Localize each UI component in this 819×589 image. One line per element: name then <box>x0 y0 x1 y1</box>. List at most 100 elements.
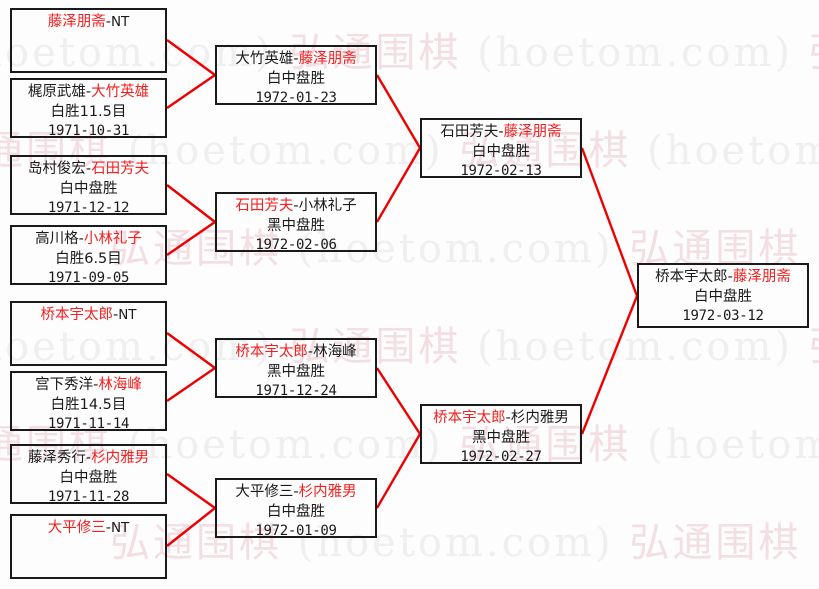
match-players: 桥本宇太郎-杉内雅男 <box>422 409 580 429</box>
match-date: 1971-09-05 <box>47 270 130 287</box>
player-left[interactable]: 宫下秀洋 <box>35 377 94 393</box>
match-date: 1971-11-28 <box>47 489 130 506</box>
match-players: 藤泽秀行-杉内雅男 <box>12 449 165 469</box>
match-players: 石田芳夫-小林礼子 <box>217 197 375 217</box>
match-players: 梶原武雄-大竹英雄 <box>12 83 165 103</box>
player-left[interactable]: 桥本宇太郎 <box>433 410 506 426</box>
watermark-cn: 弘通围棋 <box>809 30 819 76</box>
match-result: 白中盘胜 <box>59 180 118 197</box>
player-left[interactable]: 石田芳夫 <box>440 124 499 140</box>
player-left[interactable]: 高川格 <box>35 231 79 247</box>
player-left[interactable]: 桥本宇太郎 <box>655 269 728 285</box>
match-players: 高川格-小林礼子 <box>12 230 165 250</box>
watermark-en: (hoetom.com) <box>647 128 819 174</box>
match-result: 白胜11.5目 <box>50 103 127 120</box>
player-right[interactable]: 藤泽朋斋 <box>732 269 791 285</box>
player-right[interactable]: 藤泽朋斋 <box>298 51 357 67</box>
player-separator: - <box>505 410 511 426</box>
player-separator: - <box>105 520 111 536</box>
seed-label: NT <box>110 14 130 30</box>
watermark-en: (hoetom.com) <box>127 422 460 468</box>
player-separator: - <box>307 344 314 360</box>
match-date: 1971-11-14 <box>47 416 130 433</box>
player-separator: - <box>112 307 119 323</box>
match-box[interactable]: 大平修三-杉内雅男白中盘胜 1972-01-09 <box>215 478 377 540</box>
player-separator: - <box>105 14 111 30</box>
bracket-connector-line <box>166 332 216 369</box>
player-right[interactable]: 林海峰 <box>98 377 142 393</box>
player-left[interactable]: 藤泽秀行 <box>27 450 86 466</box>
match-result: 白中盘胜 <box>59 469 118 486</box>
player-right[interactable]: 大竹英雄 <box>91 84 150 100</box>
bracket-connector-line <box>375 74 422 149</box>
bracket-connector-line <box>166 507 216 547</box>
match-date: 1972-02-06 <box>255 237 337 254</box>
seed-label: NT <box>110 520 130 536</box>
player-separator: - <box>293 484 299 500</box>
player-separator: - <box>727 269 733 285</box>
player-left[interactable]: 桥本宇太郎 <box>40 307 113 323</box>
match-result: 白中盘胜 <box>267 503 325 520</box>
match-box[interactable]: 藤泽朋斋-NT <box>10 8 167 73</box>
player-right[interactable]: 杉内雅男 <box>91 450 150 466</box>
player-right[interactable]: 杉内雅男 <box>510 410 569 426</box>
player-separator: - <box>293 198 299 214</box>
player-left[interactable]: 桥本宇太郎 <box>235 344 308 360</box>
player-right[interactable]: 小林礼子 <box>83 231 142 247</box>
match-box[interactable]: 宫下秀洋-林海峰白胜14.5目 1971-11-14 <box>10 371 167 433</box>
match-players: 藤泽朋斋-NT <box>12 13 165 33</box>
bracket-connector-line <box>166 184 216 223</box>
match-date: 1971-12-24 <box>255 383 337 400</box>
match-players: 岛村俊宏-石田芳夫 <box>12 160 165 180</box>
player-left[interactable]: 藤泽朋斋 <box>47 14 106 30</box>
match-players: 桥本宇太郎-藤泽朋斋 <box>639 268 807 288</box>
bracket-connector-line <box>166 74 216 109</box>
player-separator: - <box>85 161 92 177</box>
match-date: 1972-02-27 <box>460 449 542 466</box>
match-date: 1972-02-13 <box>460 163 542 180</box>
player-left[interactable]: 大平修三 <box>47 520 106 536</box>
match-players: 桥本宇太郎-NT <box>12 306 165 326</box>
player-right[interactable]: 小林礼子 <box>298 198 357 214</box>
match-date: 1972-01-09 <box>255 523 337 540</box>
bracket-connector-line <box>580 295 639 435</box>
match-result: 白胜14.5目 <box>50 396 127 413</box>
match-players: 桥本宇太郎-林海峰 <box>217 343 375 363</box>
player-left[interactable]: 梶原武雄 <box>27 84 86 100</box>
player-right[interactable]: 林海峰 <box>313 344 357 360</box>
bracket-connector-line <box>166 367 216 402</box>
match-box[interactable]: 桥本宇太郎-NT <box>10 301 167 366</box>
match-box[interactable]: 大平修三-NT <box>10 514 167 579</box>
match-date: 1972-03-12 <box>682 308 764 325</box>
player-separator: - <box>293 51 299 67</box>
bracket-connector-line <box>166 473 216 509</box>
player-right[interactable]: 藤泽朋斋 <box>503 124 562 140</box>
bracket-connector-line <box>375 433 422 509</box>
match-players: 大平修三-NT <box>12 519 165 539</box>
match-result: 黑中盘胜 <box>267 217 325 234</box>
player-right[interactable]: 杉内雅男 <box>298 484 357 500</box>
player-left[interactable]: 岛村俊宏 <box>27 161 86 177</box>
watermark-en: (hoetom.com) <box>477 324 809 370</box>
bracket-connector-line <box>375 147 422 223</box>
player-left[interactable]: 大竹英雄 <box>235 51 294 67</box>
match-result: 白胜6.5目 <box>55 250 122 267</box>
match-box[interactable]: 藤泽秀行-杉内雅男白中盘胜 1971-11-28 <box>10 444 167 506</box>
player-separator: - <box>93 377 99 393</box>
match-result: 黑中盘胜 <box>267 363 325 380</box>
player-separator: - <box>78 231 84 247</box>
match-date: 1972-01-23 <box>255 90 337 107</box>
player-left[interactable]: 石田芳夫 <box>235 198 294 214</box>
bracket-connector-line <box>166 39 216 76</box>
player-right[interactable]: 石田芳夫 <box>91 161 150 177</box>
player-left[interactable]: 大平修三 <box>235 484 294 500</box>
